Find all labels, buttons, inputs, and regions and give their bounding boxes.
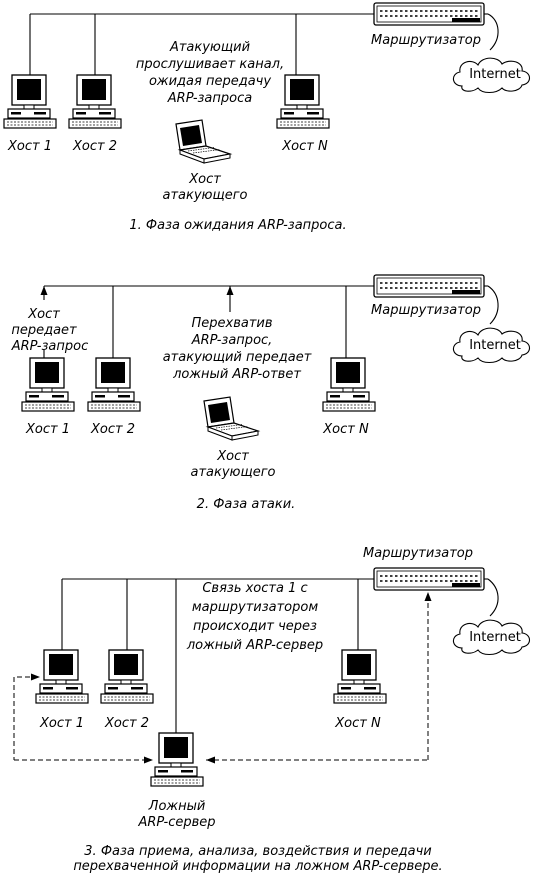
desktop-computer-icon bbox=[276, 74, 330, 129]
desktop-computer-icon bbox=[3, 74, 57, 129]
attacker-label-line-1: Хост bbox=[216, 449, 249, 464]
laptop-icon bbox=[175, 119, 231, 164]
desktop-computer-icon bbox=[21, 357, 75, 412]
internet-label: Internet bbox=[469, 67, 521, 82]
desktop-computer-icon bbox=[87, 357, 141, 412]
internet-label: Internet bbox=[469, 338, 521, 353]
phase-3-diagram: Internet Маршрутизатор Связь хоста 1 с м… bbox=[13, 546, 531, 874]
attack-note-line-4: ложный ARP-ответ bbox=[172, 367, 301, 382]
note-line-2: прослушивает канал, bbox=[136, 57, 284, 72]
note-line-3: происходит через bbox=[193, 619, 317, 634]
router-label: Маршрутизатор bbox=[371, 33, 481, 48]
note-line-2: маршрутизатором bbox=[192, 600, 318, 615]
note-line-4: ложный ARP-сервер bbox=[186, 638, 323, 653]
host-1-label: Хост 1 bbox=[7, 139, 52, 154]
note-line-4: ARP-запроса bbox=[167, 91, 252, 106]
host-note-line-1: Хост bbox=[27, 307, 60, 322]
host-note-line-2: передает bbox=[11, 323, 77, 338]
desktop-computer-icon bbox=[333, 649, 387, 704]
dashed-traffic-path bbox=[13, 592, 432, 764]
phase-2-diagram: Internet Маршрутизатор Хост передает ARP… bbox=[11, 274, 531, 512]
router-label: Маршрутизатор bbox=[371, 303, 481, 318]
host-n-label: Хост N bbox=[322, 422, 369, 437]
host-2-label: Хост 2 bbox=[72, 139, 117, 154]
router-icon bbox=[373, 274, 485, 298]
note-line-1: Связь хоста 1 с bbox=[202, 581, 307, 596]
desktop-computer-icon bbox=[68, 74, 122, 129]
host-n-label: Хост N bbox=[334, 716, 381, 731]
desktop-computer-icon bbox=[100, 649, 154, 704]
host-2-label: Хост 2 bbox=[90, 422, 135, 437]
attack-note-line-3: атакующий передает bbox=[163, 350, 312, 365]
phase-1-caption: 1. Фаза ожидания ARP-запроса. bbox=[129, 218, 346, 233]
phase-3-caption-line-1: 3. Фаза приема, анализа, воздействия и п… bbox=[84, 844, 431, 859]
desktop-computer-icon bbox=[322, 357, 376, 412]
host-note-line-3: ARP-запрос bbox=[11, 339, 88, 354]
host-2-label: Хост 2 bbox=[104, 716, 149, 731]
phase-3-caption-line-2: перехваченной информации на ложном ARP-с… bbox=[73, 859, 442, 874]
laptop-icon bbox=[203, 396, 259, 441]
router-icon bbox=[373, 567, 485, 591]
attacker-label-line-2: атакующего bbox=[190, 465, 275, 480]
router-label: Маршрутизатор bbox=[363, 546, 473, 561]
internet-label: Internet bbox=[469, 630, 521, 645]
attacker-label-line-1: Хост bbox=[188, 172, 221, 187]
note-line-1: Атакующий bbox=[169, 40, 250, 55]
phase-2-caption: 2. Фаза атаки. bbox=[197, 497, 296, 512]
router-icon bbox=[373, 2, 485, 26]
host-1-label: Хост 1 bbox=[39, 716, 84, 731]
host-1-label: Хост 1 bbox=[25, 422, 70, 437]
attack-note-line-1: Перехватив bbox=[191, 316, 272, 331]
server-label-line-1: Ложный bbox=[148, 799, 206, 814]
phase-1-diagram: Internet Маршрутизатор Хост 1 Хост 2 Хос… bbox=[3, 2, 531, 233]
attack-note-line-2: ARP-запрос, bbox=[191, 333, 273, 348]
attacker-label-line-2: атакующего bbox=[162, 188, 247, 203]
note-line-3: ожидая передачу bbox=[149, 74, 271, 89]
desktop-computer-icon bbox=[150, 732, 204, 787]
desktop-computer-icon bbox=[35, 649, 89, 704]
server-label-line-2: ARP-сервер bbox=[137, 815, 215, 830]
host-n-label: Хост N bbox=[281, 139, 328, 154]
